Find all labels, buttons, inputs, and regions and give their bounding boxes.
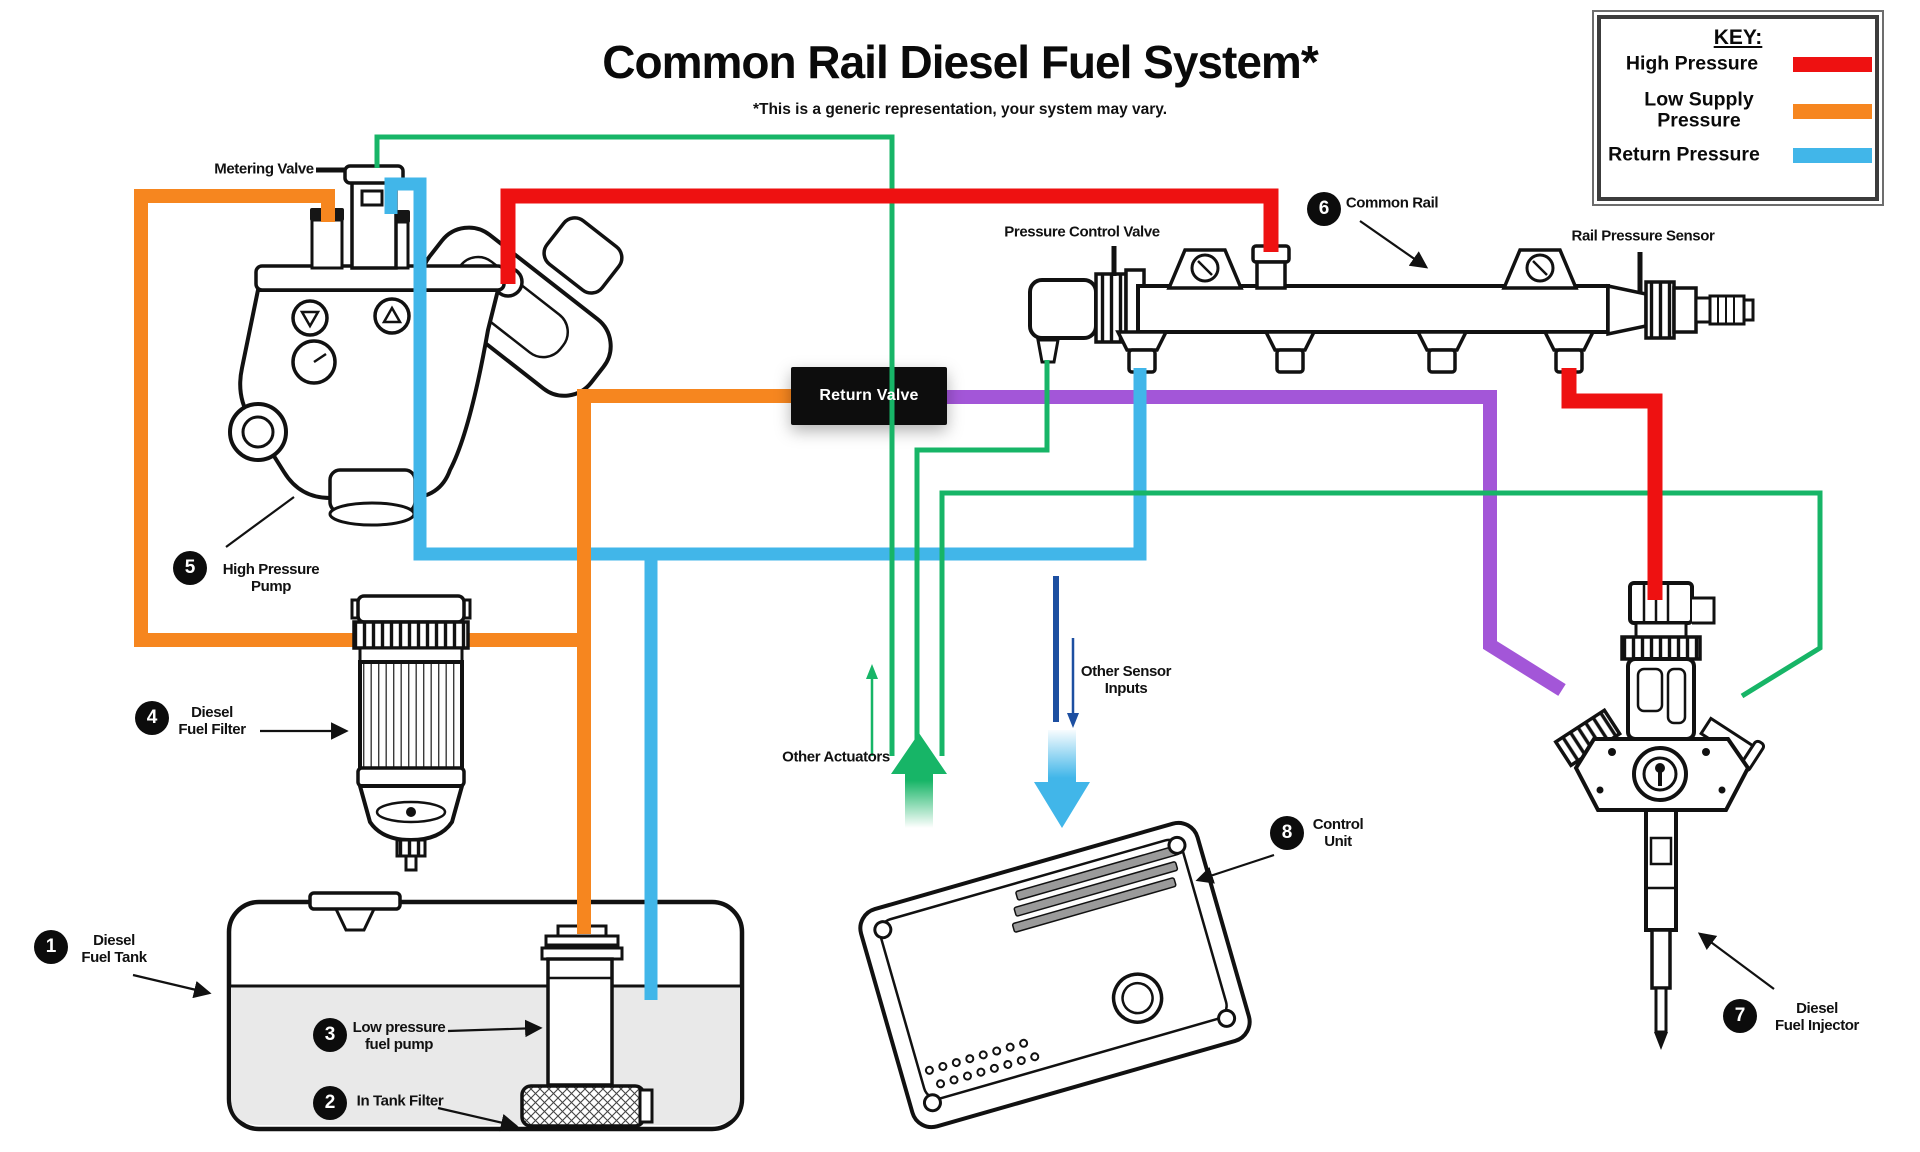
other-sensor-inputs-thin-arrow [1067,638,1079,728]
pipe-return-blue-main [384,177,1147,561]
signal-pressure-control-valve-green [914,360,1050,756]
control-unit-illustration [858,820,1252,1130]
callout-number-3: 3 [313,1018,347,1052]
intank-filter-pointer-arrow [437,1106,519,1132]
pipe-low-supply-orange-filter-to-pump [134,189,590,647]
key-swatch-high-pressure [1793,57,1872,72]
pipe-injector-return-purple [944,390,1566,696]
callout-number-1: 1 [34,930,68,964]
label-pressure-control-valve: Pressure Control Valve [1004,223,1160,241]
pipe-high-pressure-rail-to-injector [1561,368,1663,600]
pipe-high-pressure-pump-to-rail [500,188,1279,284]
fuel-injector-illustration [1553,581,1766,1050]
key-swatch-low-supply [1793,104,1872,119]
other-actuators-big-arrow [891,733,947,828]
label-rail-pressure-sensor: Rail Pressure Sensor [1571,227,1715,245]
callout-number-2: 2 [313,1086,347,1120]
page-subtitle: *This is a generic representation, your … [752,101,1168,118]
tank-pointer-arrow [132,973,212,999]
label-metering-valve: Metering Valve [214,160,314,178]
label-other-sensor-inputs: Other Sensor Inputs [1080,663,1172,697]
key-label-low-supply: Low Supply Pressure [1644,88,1754,132]
key-swatch-return-pressure [1793,148,1872,163]
callout-number-7: 7 [1723,999,1757,1033]
pump-pointer-line [225,496,295,548]
key-label-high-pressure: High Pressure [1625,52,1759,75]
label-in-tank-filter: In Tank Filter [356,1092,444,1110]
pipe-low-supply-orange-tank-to-returnvalve [577,389,795,934]
control-unit-pointer-arrow [1195,853,1275,884]
high-pressure-pump-illustration [228,164,624,527]
injector-pointer-arrow [1697,932,1775,990]
rail-bottom-ports [1115,330,1596,374]
return-valve-box [791,367,947,425]
other-actuators-thin-arrow [866,664,878,756]
fuel-filter-illustration [350,594,472,872]
fuel-tank-illustration [226,891,745,1132]
key-label-return-pressure: Return Pressure [1608,143,1760,166]
page-title: Common Rail Diesel Fuel System* [602,36,1318,88]
common-rail-illustration [1028,244,1755,374]
common-rail-pointer-arrow [1359,220,1429,269]
signal-metering-valve-green [374,134,895,756]
label-common-rail: Common Rail [1345,194,1439,212]
label-return-valve: Return Valve [819,387,919,404]
label-other-actuators: Other Actuators [782,748,890,766]
callout-number-6: 6 [1307,192,1341,226]
callout-number-8: 8 [1270,816,1304,850]
callout-number-5: 5 [173,551,207,585]
callout-number-4: 4 [135,701,169,735]
signal-injector-green [939,490,1823,756]
rail-pressure-sensor-illustration [1606,280,1755,340]
lp-pump-pointer-arrow [447,1019,543,1038]
key-title: KEY: [1713,26,1763,49]
other-sensor-inputs-big-arrow [1034,730,1090,828]
